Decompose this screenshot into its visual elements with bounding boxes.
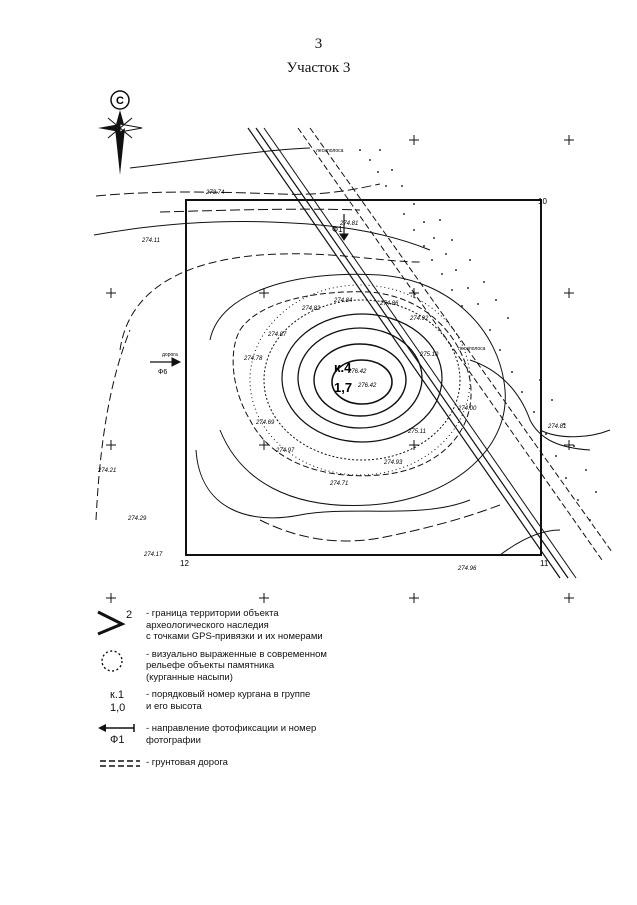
- mound-outline: [249, 284, 471, 476]
- contour-lines: [93, 147, 611, 556]
- photo-direction-arrow-icon: [339, 214, 349, 241]
- elevation-label: 274.81: [339, 221, 358, 227]
- legend-symbol-label: 2: [126, 609, 133, 621]
- elevation-label: 276.42: [357, 383, 377, 389]
- elevation-label: 274.84: [333, 298, 353, 304]
- legend-road-icon: [96, 757, 146, 771]
- corner-label-sw: 12: [180, 559, 189, 568]
- elevation-label: 274.82: [301, 306, 321, 312]
- page-title: Участок 3: [286, 60, 351, 76]
- mound-number-label: к.4: [334, 360, 352, 375]
- forest-label: лесополоса: [458, 346, 486, 352]
- mound-height-label: 1,7: [334, 380, 352, 395]
- elevation-label: 274.87: [267, 332, 287, 338]
- elevation-label: 276.42: [347, 369, 367, 375]
- elevation-label: 274.96: [457, 566, 477, 572]
- road-label: дорога: [162, 352, 178, 358]
- legend-symbol-label: Ф1: [110, 734, 125, 746]
- photo-direction-arrow-left-icon: [150, 357, 182, 367]
- elevation-label: 274.97: [275, 448, 295, 454]
- legend-item-photo: Ф1 - направление фотофиксации и номер фо…: [96, 723, 496, 751]
- elevation-label: 274.86: [379, 301, 399, 307]
- elevation-label: 274.00: [457, 406, 477, 412]
- elevation-label: 274.69: [255, 420, 275, 426]
- elevation-label: 275.11: [407, 429, 426, 435]
- elevation-label: 274.92: [409, 316, 429, 322]
- elevation-label: 274.78: [243, 356, 263, 362]
- elevation-label: 274.93: [383, 460, 403, 466]
- corner-label-se: 11: [540, 559, 549, 568]
- legend-text: - грунтовая дорога: [146, 757, 228, 768]
- legend-symbol-label: к.1 1,0: [110, 689, 126, 714]
- legend-item-road: - грунтовая дорога: [96, 757, 496, 771]
- photo-label-map: Ф1: [332, 225, 343, 234]
- photo-label-left: Ф6: [158, 369, 167, 376]
- legend-text: - визуально выраженные в современном рел…: [146, 648, 327, 683]
- legend-item-mound: - визуально выраженные в современном рел…: [96, 649, 496, 684]
- elevation-label: 274.29: [127, 516, 147, 522]
- elevation-labels: 273.74 274.11 274.81 274.82 274.84 274.8…: [97, 190, 566, 572]
- forest-belt: [359, 149, 597, 521]
- corner-label-ne: 10: [538, 197, 547, 206]
- legend-photo-arrow-icon: Ф1: [96, 723, 146, 751]
- elevation-label: 274.11: [141, 238, 160, 244]
- elevation-label: 273.74: [205, 190, 225, 196]
- legend-boundary-icon: 2: [96, 608, 146, 636]
- legend-item-mound-number: к.1 1,0 - порядковый номер кургана в гру…: [96, 689, 496, 717]
- elevation-label: 274.81: [547, 424, 566, 430]
- legend-text: - направление фотофиксации и номер фотог…: [146, 723, 317, 746]
- map-legend: 2 - граница территории объекта археологи…: [96, 608, 496, 777]
- page-number: 3: [314, 36, 323, 52]
- elevation-label: 274.71: [329, 481, 348, 487]
- elevation-label: 274.21: [97, 468, 116, 474]
- legend-item-boundary: 2 - граница территории объекта археологи…: [96, 608, 496, 643]
- territory-boundary: [185, 199, 542, 556]
- forest-label: лесополоса: [316, 148, 344, 154]
- compass-north-label: С: [116, 95, 124, 107]
- legend-mound-icon: [96, 649, 146, 677]
- legend-text: - граница территории объекта археологиче…: [146, 608, 323, 642]
- compass-rose-icon: С: [98, 90, 143, 175]
- legend-text: - порядковый номер кургана в группе и ег…: [146, 689, 311, 712]
- elevation-label: 274.17: [143, 552, 163, 558]
- legend-mound-number-symbol: к.1 1,0: [96, 689, 146, 717]
- grid-crosses: [106, 135, 574, 603]
- elevation-label: 275.10: [419, 352, 439, 358]
